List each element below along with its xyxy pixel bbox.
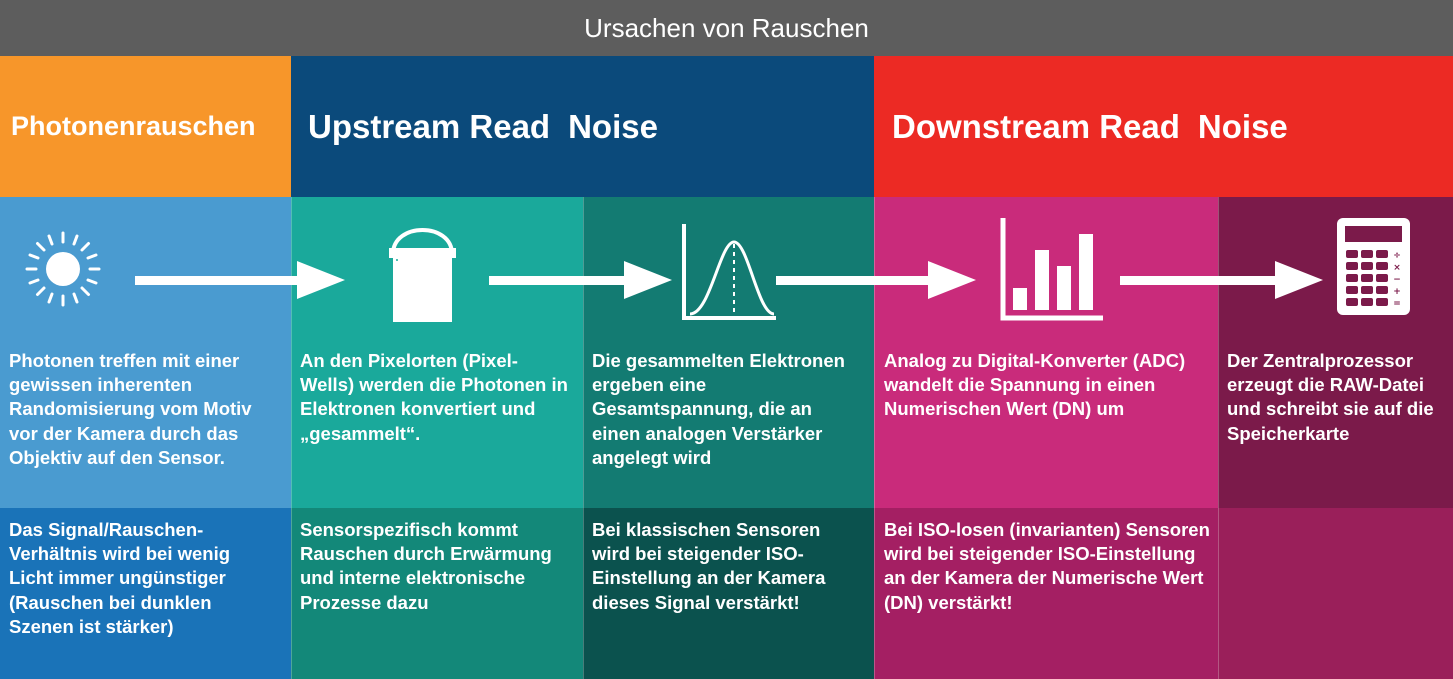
calculator-icon: ÷ × − + = [1337, 218, 1410, 315]
bar-chart-icon [1000, 218, 1103, 321]
cell-adc-mid [874, 197, 1218, 508]
note-adc: Bei ISO-losen (invarianten) Sensoren wir… [884, 519, 1210, 613]
header-downstream: Downstream Read Noise [874, 56, 1453, 197]
arrow-right-icon [1120, 261, 1323, 299]
cell-cpu-mid [1218, 197, 1453, 508]
arrow-right-icon [135, 261, 345, 299]
calc-key-equals: = [1393, 299, 1401, 309]
cell-amp-mid [583, 197, 874, 508]
note-amplifier: Bei klassischen Sensoren wird bei steige… [592, 519, 826, 613]
arrow-right-icon [776, 261, 976, 299]
description-cpu: Der Zentralprozessor erzeugt die RAW-Dat… [1227, 350, 1434, 444]
arrow-right-icon [489, 261, 672, 299]
page-title: Ursachen von Rauschen [0, 0, 1453, 56]
cell-photon-low [0, 508, 291, 679]
sun-icon [25, 231, 101, 307]
separator [583, 197, 584, 679]
header-upstream-label-b: Noise [568, 107, 658, 145]
separator [291, 197, 292, 679]
calc-key-plus: + [1393, 287, 1401, 297]
description-amplifier: Die gesammelten Elektronen ergeben eine … [592, 350, 845, 468]
description-photon: Photonen treffen mit einer gewissen inhe… [9, 350, 252, 468]
separator [1218, 197, 1219, 679]
header-downstream-label-a: Downstream Read [892, 107, 1180, 145]
header-upstream: Upstream Read Noise [291, 56, 874, 197]
header-photon: Photonenrauschen [0, 56, 291, 197]
cell-adc-low [874, 508, 1218, 679]
cell-pixel-low [291, 508, 583, 679]
bell-curve-icon [682, 224, 776, 320]
cell-photon-mid [0, 197, 291, 508]
paint-bucket-icon [389, 228, 456, 322]
header-downstream-label-b: Noise [1197, 107, 1288, 145]
cell-cpu-low [1218, 508, 1453, 679]
note-pixel: Sensorspezifisch kommt Rauschen durch Er… [300, 519, 552, 613]
calc-key-minus: − [1393, 275, 1401, 285]
header-photon-label: Photonenrauschen [11, 111, 256, 141]
note-photon: Das Signal/Rauschen-Verhältnis wird bei … [9, 519, 231, 637]
calc-key-divide: ÷ [1393, 251, 1401, 261]
cell-amp-low [583, 508, 874, 679]
header-upstream-label-a: Upstream Read [308, 107, 551, 145]
description-adc: Analog zu Digital-Konverter (ADC) wandel… [884, 350, 1186, 420]
calc-key-multiply: × [1393, 263, 1401, 273]
separator [874, 197, 875, 679]
description-pixel: An den Pixelorten (Pixel-Wells) werden d… [300, 350, 568, 444]
